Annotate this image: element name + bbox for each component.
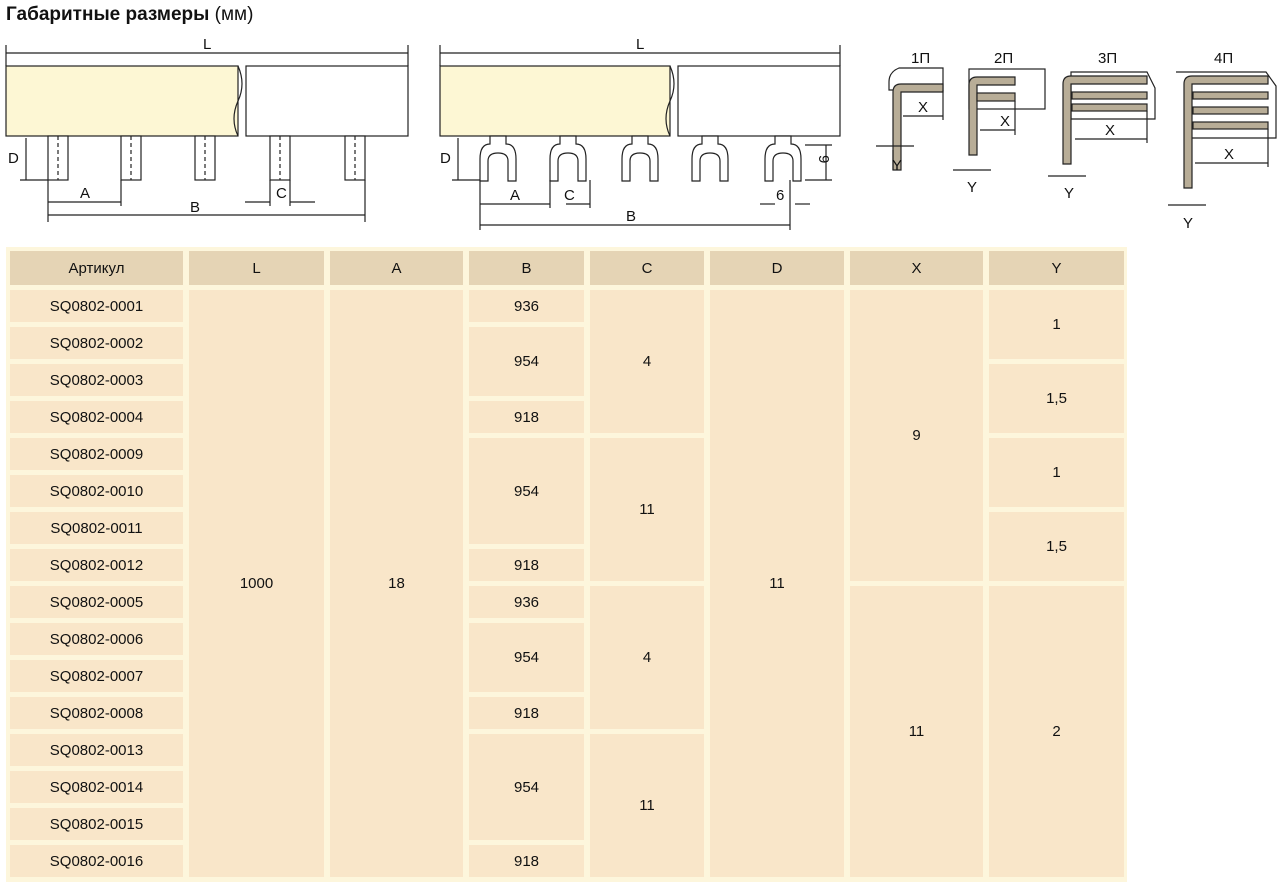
diagram-fork-pins: L D A C B 6 9 xyxy=(439,36,841,230)
profile-x-label: X xyxy=(1000,113,1010,130)
article-cell: SQ0802-0011 xyxy=(10,512,183,544)
header-cell: X xyxy=(850,251,983,285)
header-cell: Артикул xyxy=(10,251,183,285)
article-cell: SQ0802-0003 xyxy=(10,364,183,396)
cell-c: 4 xyxy=(590,290,704,433)
profile-y-label: Y xyxy=(892,157,902,174)
article-cell: SQ0802-0006 xyxy=(10,623,183,655)
profile-2p: 2П X Y xyxy=(953,50,1046,196)
cell-y: 1 xyxy=(989,438,1124,507)
cell-c: 4 xyxy=(590,586,704,729)
dim-label-9: 9 xyxy=(815,155,832,163)
article-cell: SQ0802-0001 xyxy=(10,290,183,322)
dim-label-a: A xyxy=(80,185,90,202)
cell-b: 954 xyxy=(469,438,584,544)
cell-b: 954 xyxy=(469,327,584,396)
cell-c: 11 xyxy=(590,438,704,581)
cell-y: 2 xyxy=(989,586,1124,877)
cell-d: 11 xyxy=(710,290,844,877)
profile-x-label: X xyxy=(1105,122,1115,139)
header-cell: C xyxy=(590,251,704,285)
dim-label-l: L xyxy=(203,36,211,53)
dim-label-6: 6 xyxy=(776,187,784,204)
cell-x: 9 xyxy=(850,290,983,581)
cell-b: 918 xyxy=(469,697,584,729)
cell-c: 11 xyxy=(590,734,704,877)
article-cell: SQ0802-0008 xyxy=(10,697,183,729)
dim-label-a: A xyxy=(510,187,520,204)
cell-y: 1 xyxy=(989,290,1124,359)
dim-label-b: B xyxy=(190,199,200,216)
cell-b: 918 xyxy=(469,401,584,433)
article-cell: SQ0802-0002 xyxy=(10,327,183,359)
cell-b: 918 xyxy=(469,549,584,581)
article-cell: SQ0802-0015 xyxy=(10,808,183,840)
dim-label-l: L xyxy=(636,36,644,53)
profile-y-label: Y xyxy=(1183,215,1193,232)
profile-label: 3П xyxy=(1098,50,1117,67)
cell-a: 18 xyxy=(330,290,463,877)
dim-label-d: D xyxy=(440,150,451,167)
header-cell: D xyxy=(710,251,844,285)
dim-label-c: C xyxy=(564,187,575,204)
header-cell: B xyxy=(469,251,584,285)
cell-y: 1,5 xyxy=(989,364,1124,433)
article-cell: SQ0802-0014 xyxy=(10,771,183,803)
header-cell: Y xyxy=(989,251,1124,285)
cell-x: 11 xyxy=(850,586,983,877)
article-cell: SQ0802-0009 xyxy=(10,438,183,470)
dimension-diagrams: L D A B C L D A C B 6 9 1П X Y 2П X Y 3П X Y 4П X Y xyxy=(5,36,1277,232)
profile-label: 2П xyxy=(994,50,1013,67)
cell-b: 936 xyxy=(469,586,584,618)
dim-label-d: D xyxy=(8,150,19,167)
profile-1p: 1П X Y xyxy=(876,50,944,174)
cell-b: 918 xyxy=(469,845,584,877)
profile-3p: 3П X Y xyxy=(1048,50,1156,202)
page-title: Габаритные размеры (мм) xyxy=(6,4,254,25)
profile-y-label: Y xyxy=(967,179,977,196)
article-cell: SQ0802-0005 xyxy=(10,586,183,618)
profile-label: 4П xyxy=(1214,50,1233,67)
profile-x-label: X xyxy=(918,99,928,116)
dim-label-b: B xyxy=(626,208,636,225)
profile-y-label: Y xyxy=(1064,185,1074,202)
article-cell: SQ0802-0016 xyxy=(10,845,183,877)
cell-b: 936 xyxy=(469,290,584,322)
profile-x-label: X xyxy=(1224,146,1234,163)
cell-b: 954 xyxy=(469,734,584,840)
article-cell: SQ0802-0007 xyxy=(10,660,183,692)
diagram-straight-pins: L D A B C xyxy=(5,36,409,222)
header-cell: L xyxy=(189,251,324,285)
profile-4p: 4П X Y xyxy=(1168,50,1277,232)
dim-label-c: C xyxy=(276,185,287,202)
article-cell: SQ0802-0013 xyxy=(10,734,183,766)
cell-l: 1000 xyxy=(189,290,324,877)
article-cell: SQ0802-0010 xyxy=(10,475,183,507)
cell-b: 954 xyxy=(469,623,584,692)
profile-label: 1П xyxy=(911,50,930,67)
article-cell: SQ0802-0004 xyxy=(10,401,183,433)
article-cell: SQ0802-0012 xyxy=(10,549,183,581)
header-cell: A xyxy=(330,251,463,285)
cell-y: 1,5 xyxy=(989,512,1124,581)
